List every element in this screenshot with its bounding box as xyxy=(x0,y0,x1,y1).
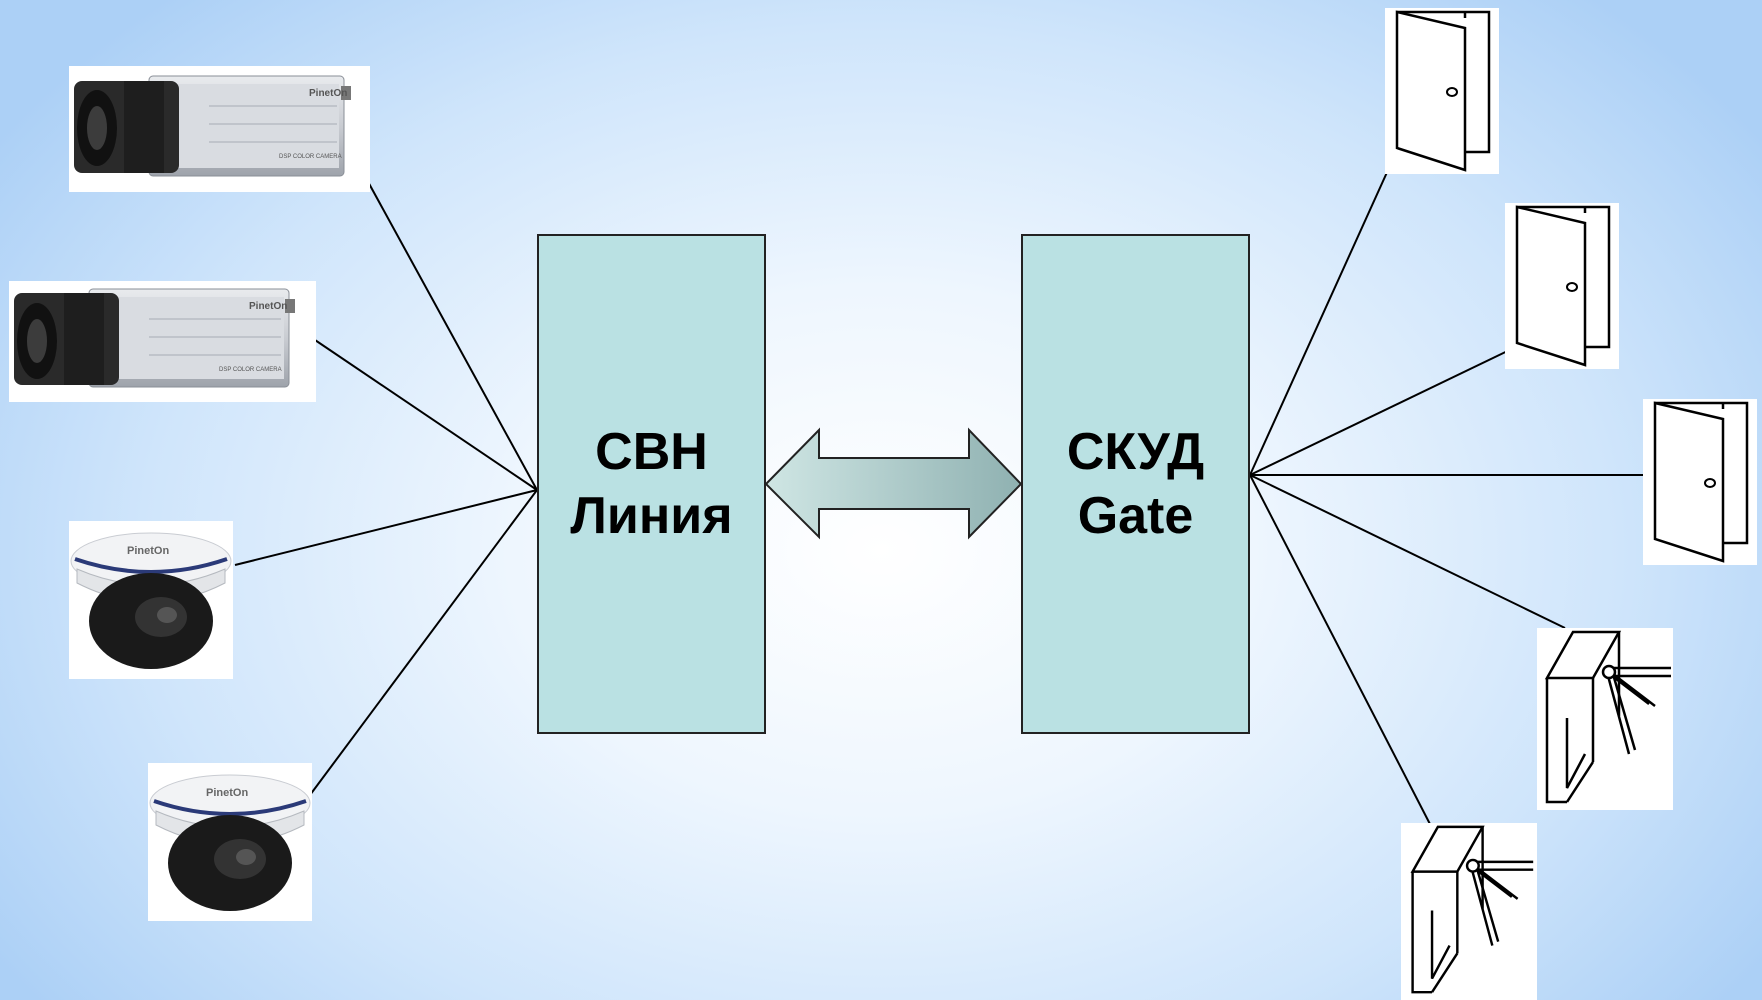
line-camera-3 xyxy=(234,489,538,566)
line-turnstile-1 xyxy=(1249,474,1566,629)
dome-camera-2: PinetOn xyxy=(148,763,312,921)
double-arrow-shape xyxy=(764,427,1023,540)
skud-block-subtitle: Gate xyxy=(1077,487,1194,545)
box-camera-1: PinetOn DSP COLOR CAMERA xyxy=(69,66,370,192)
line-door-1 xyxy=(1249,147,1399,476)
door-2 xyxy=(1505,203,1619,369)
turnstile-icon xyxy=(1544,630,1671,804)
svn-block-title: СВН xyxy=(595,423,708,481)
turnstile-1 xyxy=(1537,628,1673,810)
line-turnstile-2 xyxy=(1249,474,1433,829)
skud-block: СКУД Gate xyxy=(1021,234,1250,734)
door-icon xyxy=(1395,10,1491,172)
camera-model-text: DSP COLOR CAMERA xyxy=(279,154,342,160)
box-camera-2: PinetOn DSP COLOR CAMERA xyxy=(9,281,316,402)
camera-brand-text: PinetOn xyxy=(249,301,287,312)
dome-camera-icon: PinetOn xyxy=(70,532,232,669)
camera-brand-text: PinetOn xyxy=(206,787,248,799)
camera-model-text: DSP COLOR CAMERA xyxy=(219,367,282,373)
door-3 xyxy=(1643,399,1757,565)
door-1 xyxy=(1385,8,1499,174)
door-icon xyxy=(1653,401,1749,563)
turnstile-2 xyxy=(1401,823,1537,1000)
line-camera-2 xyxy=(314,339,538,491)
line-door-2 xyxy=(1249,344,1521,476)
line-camera-1 xyxy=(354,157,538,491)
camera-brand-text: PinetOn xyxy=(127,545,169,557)
svn-block-subtitle: Линия xyxy=(570,487,733,545)
dome-camera-icon: PinetOn xyxy=(149,774,311,911)
box-camera-icon: PinetOn DSP COLOR CAMERA xyxy=(14,288,295,388)
line-camera-4 xyxy=(309,489,538,796)
dome-camera-1: PinetOn xyxy=(69,521,233,679)
skud-block-title: СКУД xyxy=(1066,423,1205,481)
camera-brand-text: PinetOn xyxy=(309,88,347,99)
door-icon xyxy=(1515,205,1611,367)
box-camera-icon: PinetOn DSP COLOR CAMERA xyxy=(74,75,351,177)
turnstile-icon xyxy=(1410,825,1534,994)
